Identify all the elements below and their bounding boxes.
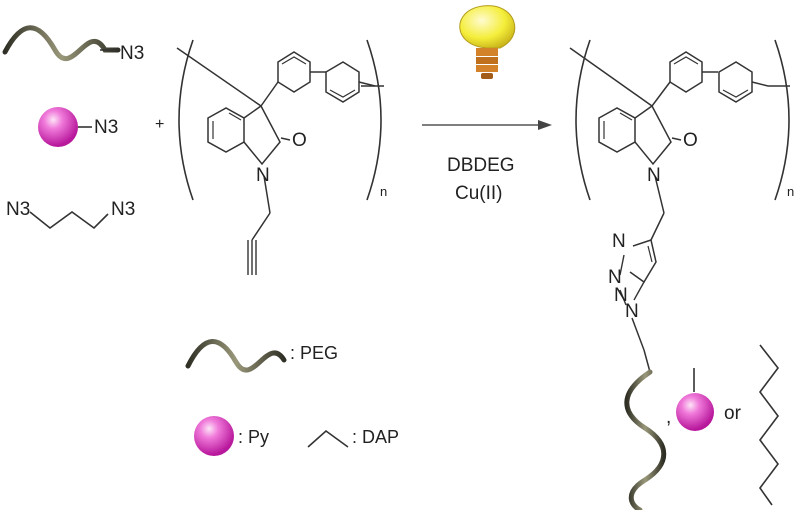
py-azide-label: N3 (94, 117, 119, 138)
left-paren-open (178, 39, 194, 201)
py-sphere-product (676, 393, 714, 431)
right-phenyl-ring-2-attach (751, 81, 769, 87)
catalyst-label-line-1: DBDEG (447, 155, 515, 176)
peg-wave-legend (185, 339, 287, 373)
phenyl-ring-1-double (281, 56, 307, 65)
plus-sign: + (155, 116, 165, 133)
triazole-nitrogen-1: N (612, 231, 626, 252)
product-or-label: or (724, 403, 741, 424)
backbone-left-bond (176, 47, 262, 107)
py-sphere-reagent (38, 107, 78, 147)
triazole-n-link-3 (633, 281, 645, 301)
legend-dap-label: : DAP (352, 427, 400, 447)
triazole-n-link-1 (619, 254, 625, 276)
right-phenyl-ring-2-double (722, 89, 749, 98)
catalyst-label-line-2: Cu(II) (455, 183, 503, 204)
right-methylene-bond-1 (654, 175, 665, 214)
right-phenyl-ring-2 (718, 61, 753, 103)
dap-zigzag-reagent (29, 211, 109, 230)
propargyl-bond-1 (263, 175, 271, 214)
product-separator-comma: , (666, 407, 672, 428)
legend-peg-label: : PEG (290, 343, 339, 363)
dap-zigzag-legend (307, 429, 349, 448)
right-phenyl-ring-1 (669, 51, 703, 93)
right-carbonyl-o: O (683, 130, 698, 151)
reaction-arrowhead (538, 120, 552, 130)
peg-wave-product (624, 369, 667, 510)
carbonyl-double (280, 137, 291, 141)
right-paren-close (774, 39, 790, 201)
legend-py-label: : Py (238, 427, 270, 447)
left-paren-close (366, 39, 382, 201)
phenyl-ring-2-attach (358, 81, 376, 87)
right-paren-open (575, 39, 591, 201)
left-carbonyl-o: O (292, 130, 307, 151)
right-phenyl-ring-1-attach (651, 81, 671, 107)
right-methylene-bond-2 (650, 212, 665, 241)
right-carbonyl-double (671, 137, 682, 141)
right-oxindole-benzene-double-b (619, 112, 633, 121)
propargyl-bond-2 (251, 212, 271, 241)
peg-wave-reagent (2, 25, 121, 61)
phenyl-ring-2-double (329, 89, 356, 98)
oxindole-benzene-double-b (228, 112, 242, 121)
left-repeat-n: n (380, 184, 388, 199)
triazole-nitrogen-3: N (614, 285, 628, 306)
triazole-substituent-bond-1 (631, 317, 645, 351)
phenyl-ring-1 (277, 51, 311, 93)
triazole-ring (629, 239, 657, 284)
phenyl-ring-2 (325, 61, 360, 103)
phenyl-ring-1-attach (260, 81, 279, 107)
right-oxindole-five-ring (634, 104, 672, 166)
oxindole-five-ring (243, 104, 281, 166)
py-sphere-legend (194, 416, 234, 456)
dap-azide-left-label: N3 (6, 199, 31, 220)
triazole-substituent-bond-2 (643, 349, 651, 373)
peg-azide-label: N3 (120, 43, 145, 64)
right-nitrogen: N (647, 165, 661, 186)
left-nitrogen: N (256, 165, 270, 186)
right-repeat-n: n (787, 184, 795, 199)
triazole-double-1 (647, 245, 653, 263)
triazole-nitrogen-2: N (608, 267, 622, 288)
light-bulb-icon (459, 5, 516, 79)
right-backbone-left-bond (569, 47, 653, 107)
dap-azide-right-label: N3 (111, 199, 136, 220)
triazole-nitrogen-4: N (625, 301, 639, 322)
triazole-n-link-2 (619, 289, 627, 306)
dap-zigzag-product (759, 344, 780, 506)
right-phenyl-ring-1-double (673, 56, 699, 65)
